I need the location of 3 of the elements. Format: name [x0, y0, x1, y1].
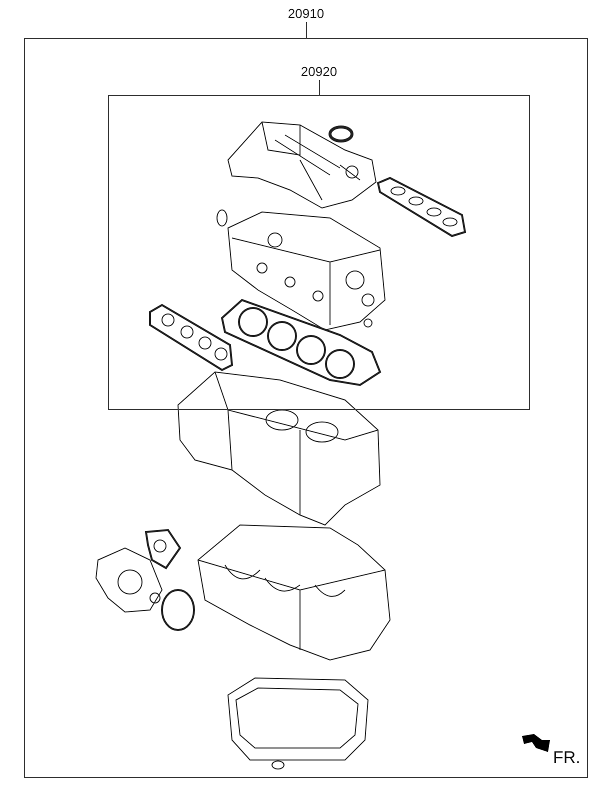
- parts-group-frame: [24, 6, 588, 778]
- front-label: FR.: [553, 748, 580, 768]
- parts-group-frame: [108, 64, 530, 410]
